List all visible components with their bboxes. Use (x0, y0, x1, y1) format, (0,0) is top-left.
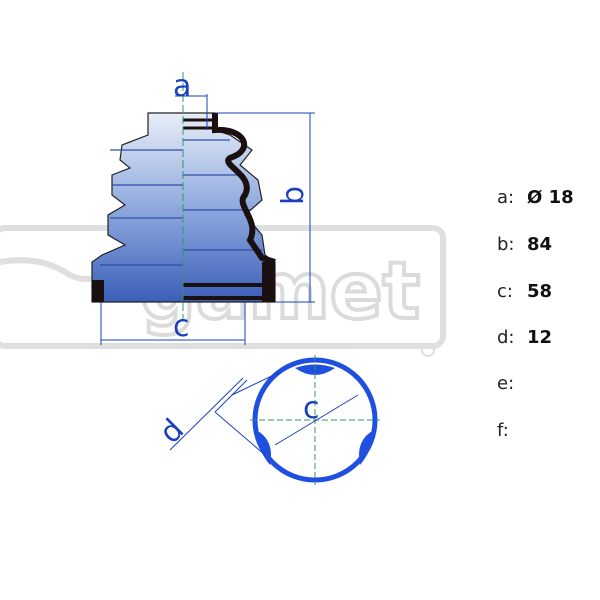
spec-row-e: e: (497, 373, 527, 394)
boot-cross-section: c (250, 355, 380, 485)
spec-key: b: (497, 234, 515, 255)
spec-row-a: a: Ø 18 (497, 187, 574, 208)
spec-key: e: (497, 373, 515, 394)
boot-profile (212, 113, 276, 265)
spec-key: a: (497, 187, 515, 208)
d-dimension (169, 371, 281, 456)
label-c-side: c (173, 309, 190, 344)
spec-key: d: (497, 327, 515, 348)
spec-value: 12 (527, 327, 553, 348)
dimension-lines (100, 94, 315, 345)
spec-value: 84 (527, 234, 553, 255)
label-b: b (276, 186, 311, 205)
label-a: a (173, 69, 191, 104)
spec-key: f: (497, 420, 509, 441)
spec-row-d: d: 12 (497, 327, 552, 348)
spec-value: Ø 18 (527, 187, 574, 208)
boot-side-view (91, 72, 276, 320)
label-c-front: c (303, 391, 320, 426)
spec-row-c: c: 58 (497, 281, 552, 302)
spec-row-b: b: 84 (497, 234, 552, 255)
label-d: d (153, 412, 191, 450)
spec-value: 58 (527, 281, 553, 302)
spec-row-f: f: (497, 420, 527, 441)
spec-key: c: (497, 281, 513, 302)
